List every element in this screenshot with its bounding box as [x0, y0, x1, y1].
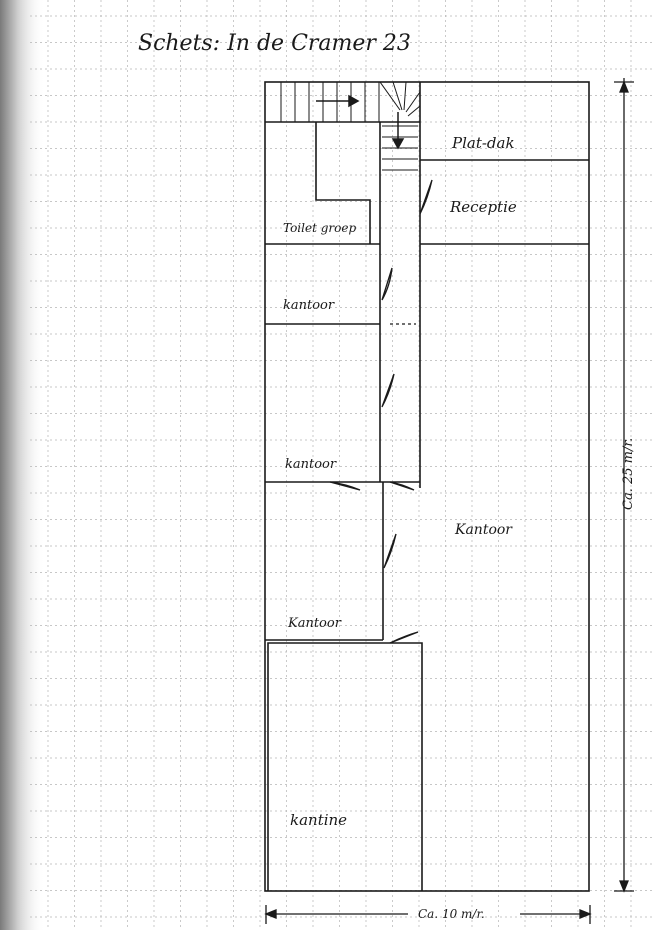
sketch-title: Schets: In de Cramer 23: [138, 31, 411, 56]
stair-winder: [403, 81, 407, 111]
width-arrow-right: [579, 909, 592, 919]
stair-winder: [405, 91, 421, 113]
binding-edge-shadow: [0, 0, 45, 930]
height-arrow-bottom: [619, 880, 629, 893]
stair-winder: [379, 81, 401, 111]
kantine-wall: [267, 642, 423, 891]
door-kantine: [389, 631, 419, 644]
staircase: [280, 81, 421, 171]
doors: [329, 179, 433, 644]
room-labels: Plat-dak Receptie Toilet groep kantoor k…: [283, 134, 517, 829]
door-kantoor-2: [381, 373, 395, 408]
width-arrow-left: [264, 909, 277, 919]
height-arrow-top: [619, 80, 629, 93]
door-kantoor-1: [381, 267, 393, 301]
label-plat-dak: Plat-dak: [451, 134, 515, 152]
stair-arrows: [316, 94, 405, 150]
toilet-wall: [315, 122, 371, 244]
grid-paper: [30, 0, 653, 930]
building-outline: [264, 81, 590, 892]
width-dimension-label: Ca. 10 m/r.: [418, 907, 485, 921]
building-walls: [264, 81, 590, 892]
label-kantine: kantine: [290, 811, 347, 829]
door-kantoor-3: [383, 533, 397, 569]
label-kantoor-4: Kantoor: [287, 616, 342, 631]
label-receptie: Receptie: [449, 198, 517, 216]
dimension-lines: [264, 78, 634, 924]
label-kantoor-3: Kantoor: [454, 522, 513, 538]
stair-arrow-horizontal-head: [348, 94, 360, 108]
door-receptie: [419, 179, 433, 215]
door-corridor-right: [389, 481, 415, 491]
stair-arrow-vertical-head: [391, 138, 405, 150]
height-dimension-label: Ca. 25 m/r.: [621, 438, 636, 510]
door-corridor-left: [329, 481, 361, 491]
label-kantoor-2: kantoor: [285, 457, 337, 472]
stair-winder: [392, 81, 403, 111]
stair-winder: [407, 105, 421, 117]
label-toilet-groep: Toilet groep: [283, 221, 356, 235]
label-kantoor-1: kantoor: [283, 298, 335, 313]
